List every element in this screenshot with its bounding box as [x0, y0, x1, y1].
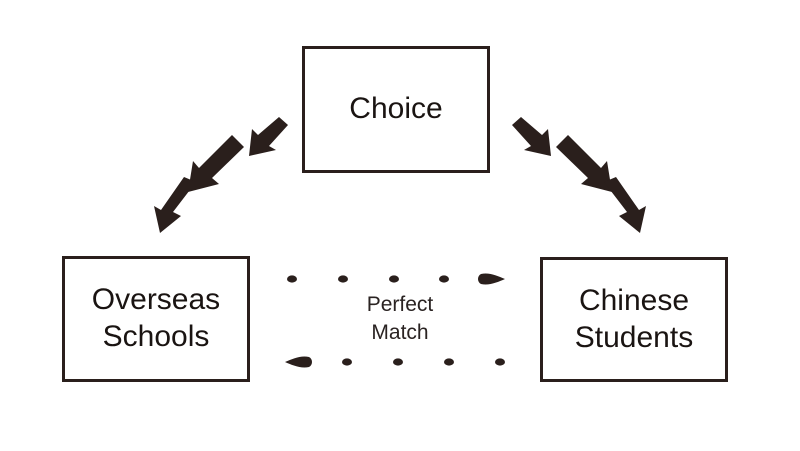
node-chinese-students[interactable]: Chinese Students	[540, 257, 728, 382]
dot	[495, 358, 505, 366]
connector-choice-to-chinese	[512, 117, 646, 233]
dot	[439, 275, 449, 283]
dot	[338, 275, 348, 283]
connector-choice-to-overseas	[154, 117, 288, 233]
dot	[389, 275, 399, 283]
dot	[342, 358, 352, 366]
arrow-segment-3	[154, 177, 196, 233]
node-overseas-schools-label: Overseas Schools	[91, 283, 221, 353]
node-choice-label: Choice	[349, 92, 443, 126]
arrow-segment-2	[556, 135, 612, 192]
dot	[444, 358, 454, 366]
node-chinese-students-label: Chinese Students	[574, 283, 694, 354]
arrow-segment-2	[188, 135, 244, 192]
connector-overseas-to-chinese	[287, 273, 505, 285]
connector-chinese-to-overseas	[285, 356, 505, 368]
arrowhead-left	[285, 356, 312, 368]
dot	[287, 275, 297, 283]
arrow-segment-1	[249, 117, 288, 156]
arrow-segment-3	[604, 177, 646, 233]
dot	[393, 358, 403, 366]
arrowhead-right	[478, 273, 505, 285]
arrow-segment-1	[512, 117, 551, 156]
node-overseas-schools[interactable]: Overseas Schools	[62, 256, 250, 382]
perfect-match-annotation: Perfect Match	[366, 293, 434, 344]
node-choice[interactable]: Choice	[302, 46, 490, 173]
